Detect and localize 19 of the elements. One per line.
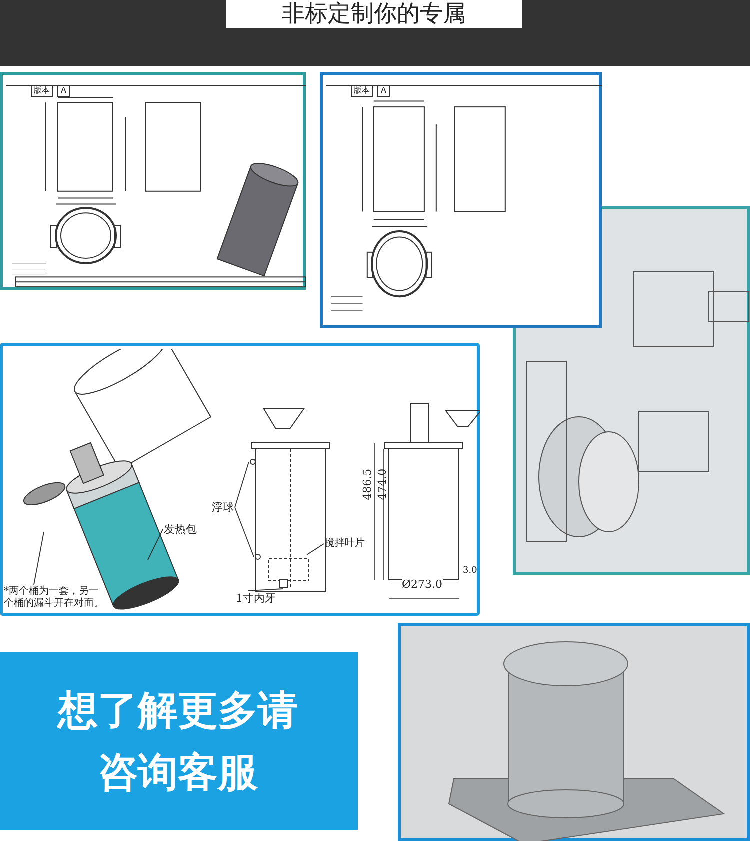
version-label: 版本 <box>31 85 53 97</box>
version-value: A <box>57 85 70 97</box>
banner-text: 想了解更多请咨询客服 <box>58 687 298 798</box>
leader-line <box>234 507 254 558</box>
note-text: *两个桶为一套，另一个桶的漏斗开在对面。 <box>4 586 104 610</box>
dimension-text: 474.0 <box>376 468 390 500</box>
float-ball-label: 浮球 <box>212 501 234 514</box>
leader-line <box>248 588 284 592</box>
dimension-text: Ø273.0 <box>402 578 443 592</box>
leader-line <box>234 462 250 508</box>
version-value: A <box>377 85 390 97</box>
pipe-fitting <box>279 579 288 588</box>
leader-line <box>34 532 44 586</box>
heating-pack-label: 发热包 <box>164 523 197 536</box>
version-label: 版本 <box>351 85 373 97</box>
inner-thread-label: 1寸内牙 <box>236 592 276 606</box>
leader-line <box>306 544 324 556</box>
title-text: 非标定制你的专属 <box>226 0 522 28</box>
dimension-text: 486.5 <box>361 468 374 500</box>
